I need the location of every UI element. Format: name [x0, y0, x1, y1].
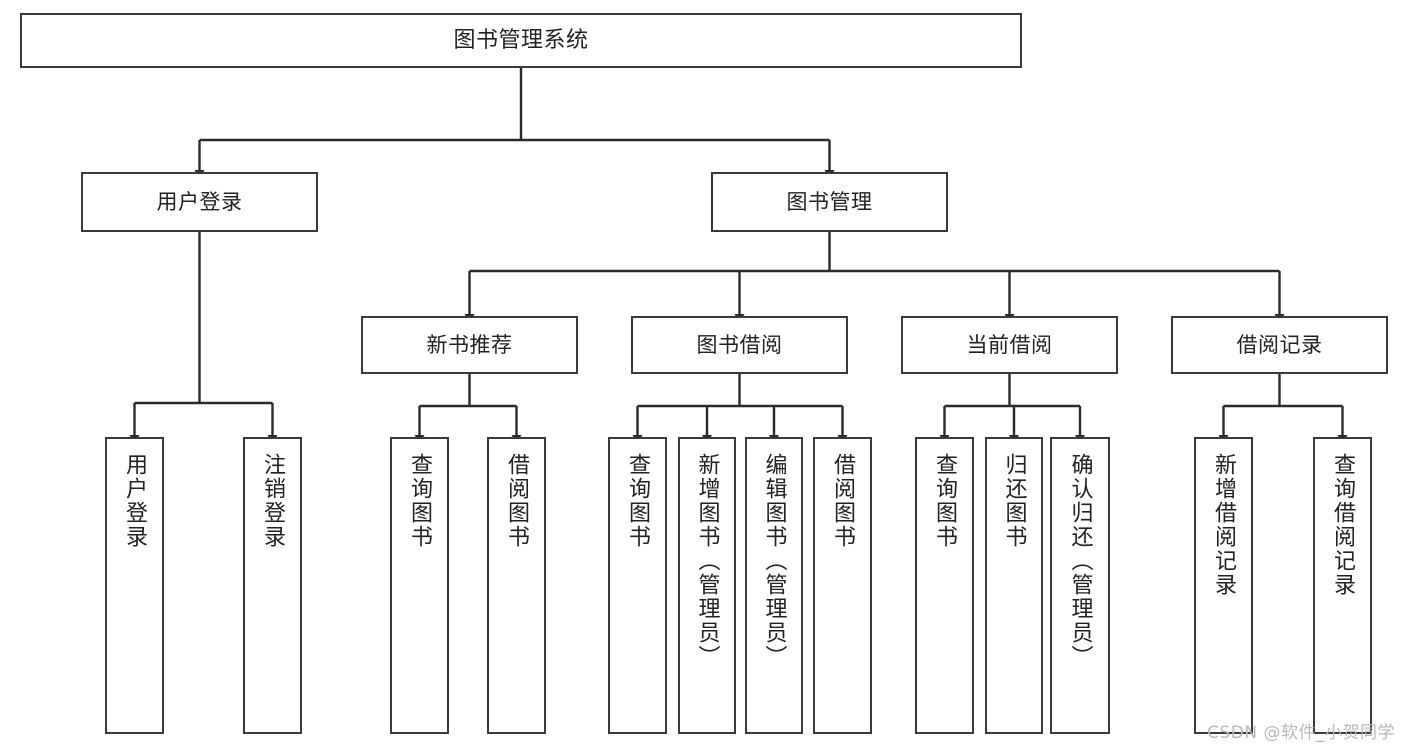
- node-l9[interactable]: 查询图书: [915, 437, 974, 734]
- node-label: 借阅图书: [504, 453, 530, 549]
- node-label: 当前借阅: [966, 332, 1053, 357]
- node-label: 图书借阅: [696, 332, 783, 357]
- node-l10[interactable]: 归还图书: [985, 437, 1043, 734]
- node-label: 查询图书: [932, 453, 958, 549]
- node-label: 用户登录: [156, 189, 243, 214]
- node-l3[interactable]: 查询图书: [390, 437, 449, 734]
- node-label: 编辑图书（管理员）: [761, 453, 787, 669]
- node-l2[interactable]: 注销登录: [243, 437, 302, 734]
- node-label: 新书推荐: [426, 332, 513, 357]
- node-newbook[interactable]: 新书推荐: [361, 316, 578, 374]
- node-l8[interactable]: 借阅图书: [813, 437, 872, 734]
- node-l6[interactable]: 新增图书（管理员）: [678, 437, 736, 734]
- node-label: 查询借阅记录: [1330, 453, 1356, 597]
- node-label: 归还图书: [1001, 453, 1027, 549]
- node-label: 图书管理系统: [453, 27, 589, 53]
- node-label: 新增图书（管理员）: [694, 453, 720, 669]
- node-label: 借阅图书: [830, 453, 856, 549]
- node-l7[interactable]: 编辑图书（管理员）: [745, 437, 803, 734]
- node-label: 查询图书: [625, 453, 651, 549]
- node-bookmgmt[interactable]: 图书管理: [711, 172, 948, 232]
- node-current[interactable]: 当前借阅: [901, 316, 1118, 374]
- node-l13[interactable]: 查询借阅记录: [1313, 437, 1372, 734]
- node-l4[interactable]: 借阅图书: [487, 437, 546, 734]
- edge-group: [129, 68, 1348, 444]
- watermark-text: CSDN @软件_小贺同学: [1207, 723, 1395, 743]
- node-borrow[interactable]: 图书借阅: [631, 316, 848, 374]
- node-label: 确认归还（管理员）: [1067, 453, 1093, 669]
- node-l11[interactable]: 确认归还（管理员）: [1050, 437, 1110, 734]
- node-login[interactable]: 用户登录: [81, 172, 318, 232]
- node-l1[interactable]: 用户登录: [105, 437, 164, 734]
- node-label: 新增借阅记录: [1211, 453, 1237, 597]
- node-label: 用户登录: [122, 453, 148, 549]
- node-root[interactable]: 图书管理系统: [20, 13, 1022, 68]
- node-label: 图书管理: [786, 189, 873, 214]
- node-l12[interactable]: 新增借阅记录: [1194, 437, 1253, 734]
- node-label: 注销登录: [260, 453, 286, 549]
- node-l5[interactable]: 查询图书: [608, 437, 667, 734]
- node-label: 借阅记录: [1236, 332, 1323, 357]
- node-label: 查询图书: [407, 453, 433, 549]
- node-records[interactable]: 借阅记录: [1171, 316, 1388, 374]
